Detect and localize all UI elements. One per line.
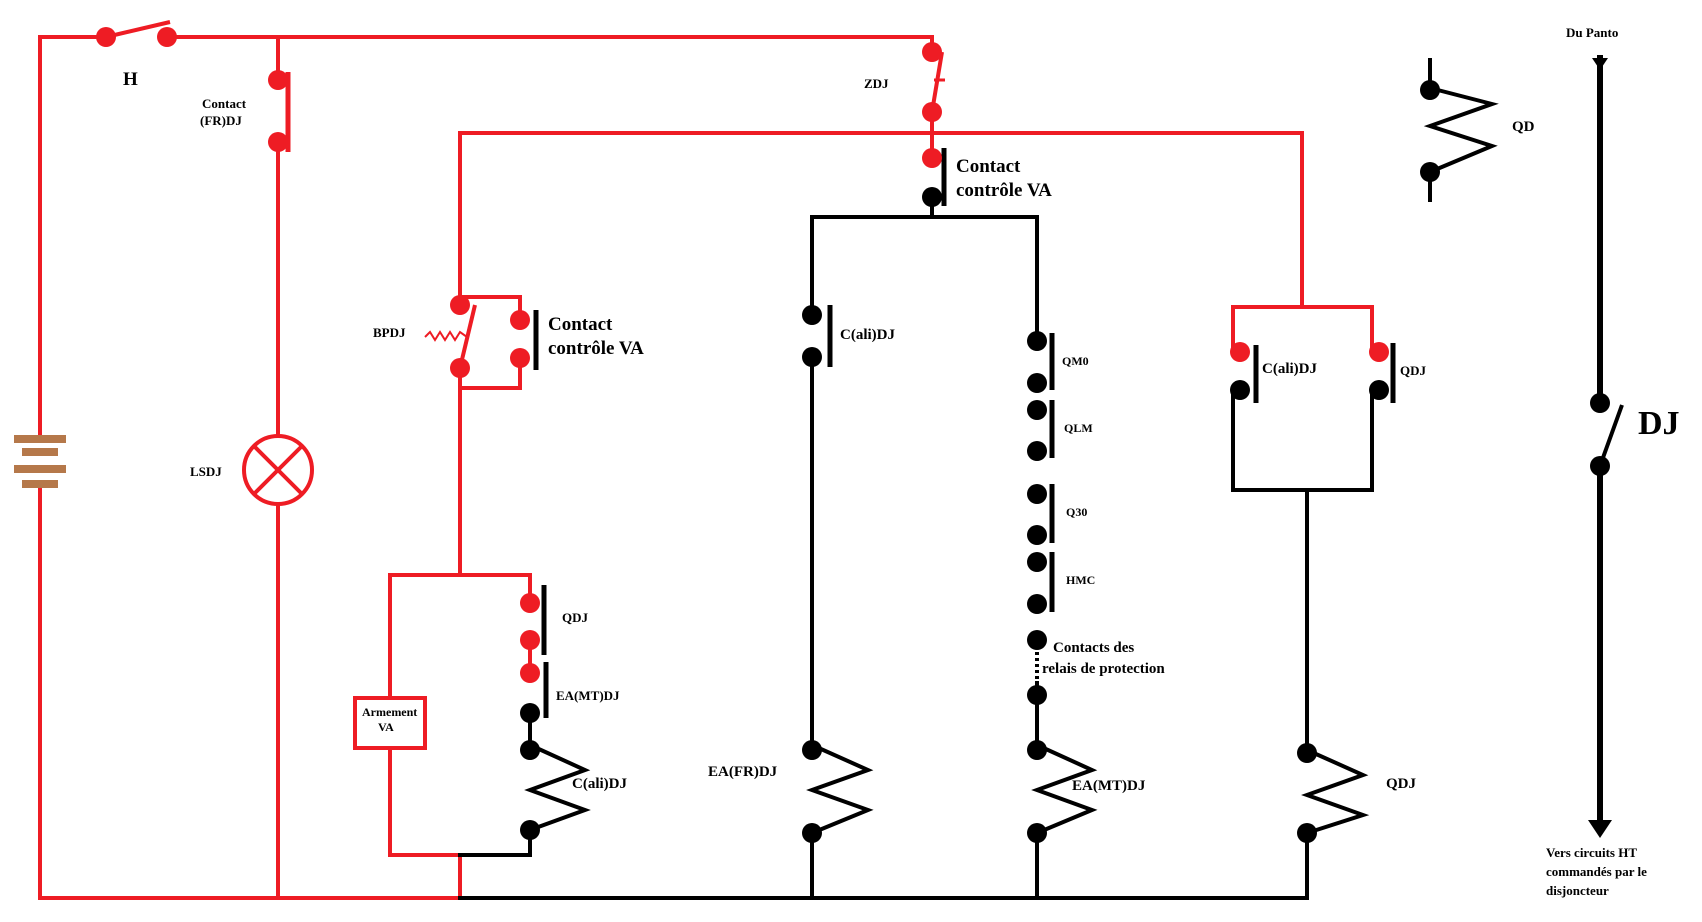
label-h: H: [123, 69, 138, 90]
label-bpdj: BPDJ: [373, 325, 406, 340]
label-qdj-right-contact: QDJ: [1400, 363, 1427, 378]
coil-qd: [1420, 80, 1499, 182]
label-hmc: HMC: [1066, 573, 1095, 587]
coil-eamtdj: [1027, 740, 1098, 843]
label-prot-2: relais de protection: [1042, 661, 1165, 677]
switch-h: [96, 20, 177, 47]
contact-va-mid: [510, 310, 539, 370]
label-va-mid-2: contrôle VA: [548, 338, 644, 359]
contact-frdj: [268, 70, 291, 152]
contact-qdj-right: [1369, 342, 1396, 403]
label-calidj-coil: C(ali)DJ: [572, 776, 627, 792]
contact-qlm: [1027, 400, 1055, 461]
label-armement-2: VA: [378, 720, 394, 734]
contact-qdj-left: [520, 585, 547, 655]
label-qm0: QM0: [1062, 354, 1089, 368]
label-contact-frdj-2: (FR)DJ: [200, 113, 242, 128]
coil-qdj: [1297, 743, 1370, 843]
label-vers-1: Vers circuits HT: [1546, 845, 1637, 860]
battery-icon: [14, 435, 66, 488]
armement-va-box: [353, 696, 427, 750]
labels: H Contact (FR)DJ ZDJ LSDJ BPDJ Contact c…: [123, 25, 1680, 898]
label-vers-2: commandés par le: [1546, 864, 1647, 879]
bpdj-spring-icon: [424, 330, 468, 342]
label-vers-3: disjoncteur: [1546, 883, 1609, 898]
contact-protection-relays: [1027, 630, 1047, 705]
switch-bpdj: [424, 295, 477, 378]
dj-main-line: [1588, 55, 1624, 838]
label-contact-frdj-1: Contact: [202, 96, 247, 111]
label-qdj-coil: QDJ: [1386, 776, 1417, 792]
contact-calidj-col2: [802, 305, 833, 367]
label-lsdj: LSDJ: [190, 464, 222, 479]
label-eamtdj-coil: EA(MT)DJ: [1072, 778, 1146, 794]
label-calidj-col2: C(ali)DJ: [840, 327, 895, 343]
coil-calidj: [520, 740, 591, 840]
contact-calidj-right: [1230, 342, 1259, 403]
contact-qm0: [1027, 331, 1055, 393]
label-va-top-2: contrôle VA: [956, 180, 1052, 201]
label-eamtdj-left: EA(MT)DJ: [556, 688, 620, 703]
down-arrow-icon: [1588, 820, 1612, 838]
label-qd: QD: [1512, 119, 1535, 135]
lamp-lsdj-icon: [242, 434, 314, 506]
label-eafrdj: EA(FR)DJ: [708, 764, 778, 780]
label-qlm: QLM: [1064, 421, 1093, 435]
label-du-panto: Du Panto: [1566, 25, 1618, 40]
label-qdj-left: QDJ: [562, 610, 589, 625]
contact-eamtdj-left: [520, 662, 549, 723]
top-arrow-icon: [1592, 58, 1608, 70]
label-prot-1: Contacts des: [1053, 640, 1134, 656]
contact-q30: [1027, 484, 1055, 545]
switch-zdj: [922, 42, 945, 122]
label-dj: DJ: [1638, 405, 1680, 442]
label-va-top-1: Contact: [956, 156, 1021, 177]
label-q30: Q30: [1066, 505, 1087, 519]
energized-wires: [38, 35, 1374, 900]
contact-va-top: [922, 148, 947, 207]
coil-eafrdj: [802, 740, 874, 843]
label-zdj: ZDJ: [864, 76, 889, 91]
dj-blade: [1598, 404, 1624, 467]
label-armement-1: Armement: [362, 705, 417, 719]
label-va-mid-1: Contact: [548, 314, 613, 335]
label-calidj-right: C(ali)DJ: [1262, 361, 1317, 377]
contact-hmc: [1027, 552, 1055, 614]
